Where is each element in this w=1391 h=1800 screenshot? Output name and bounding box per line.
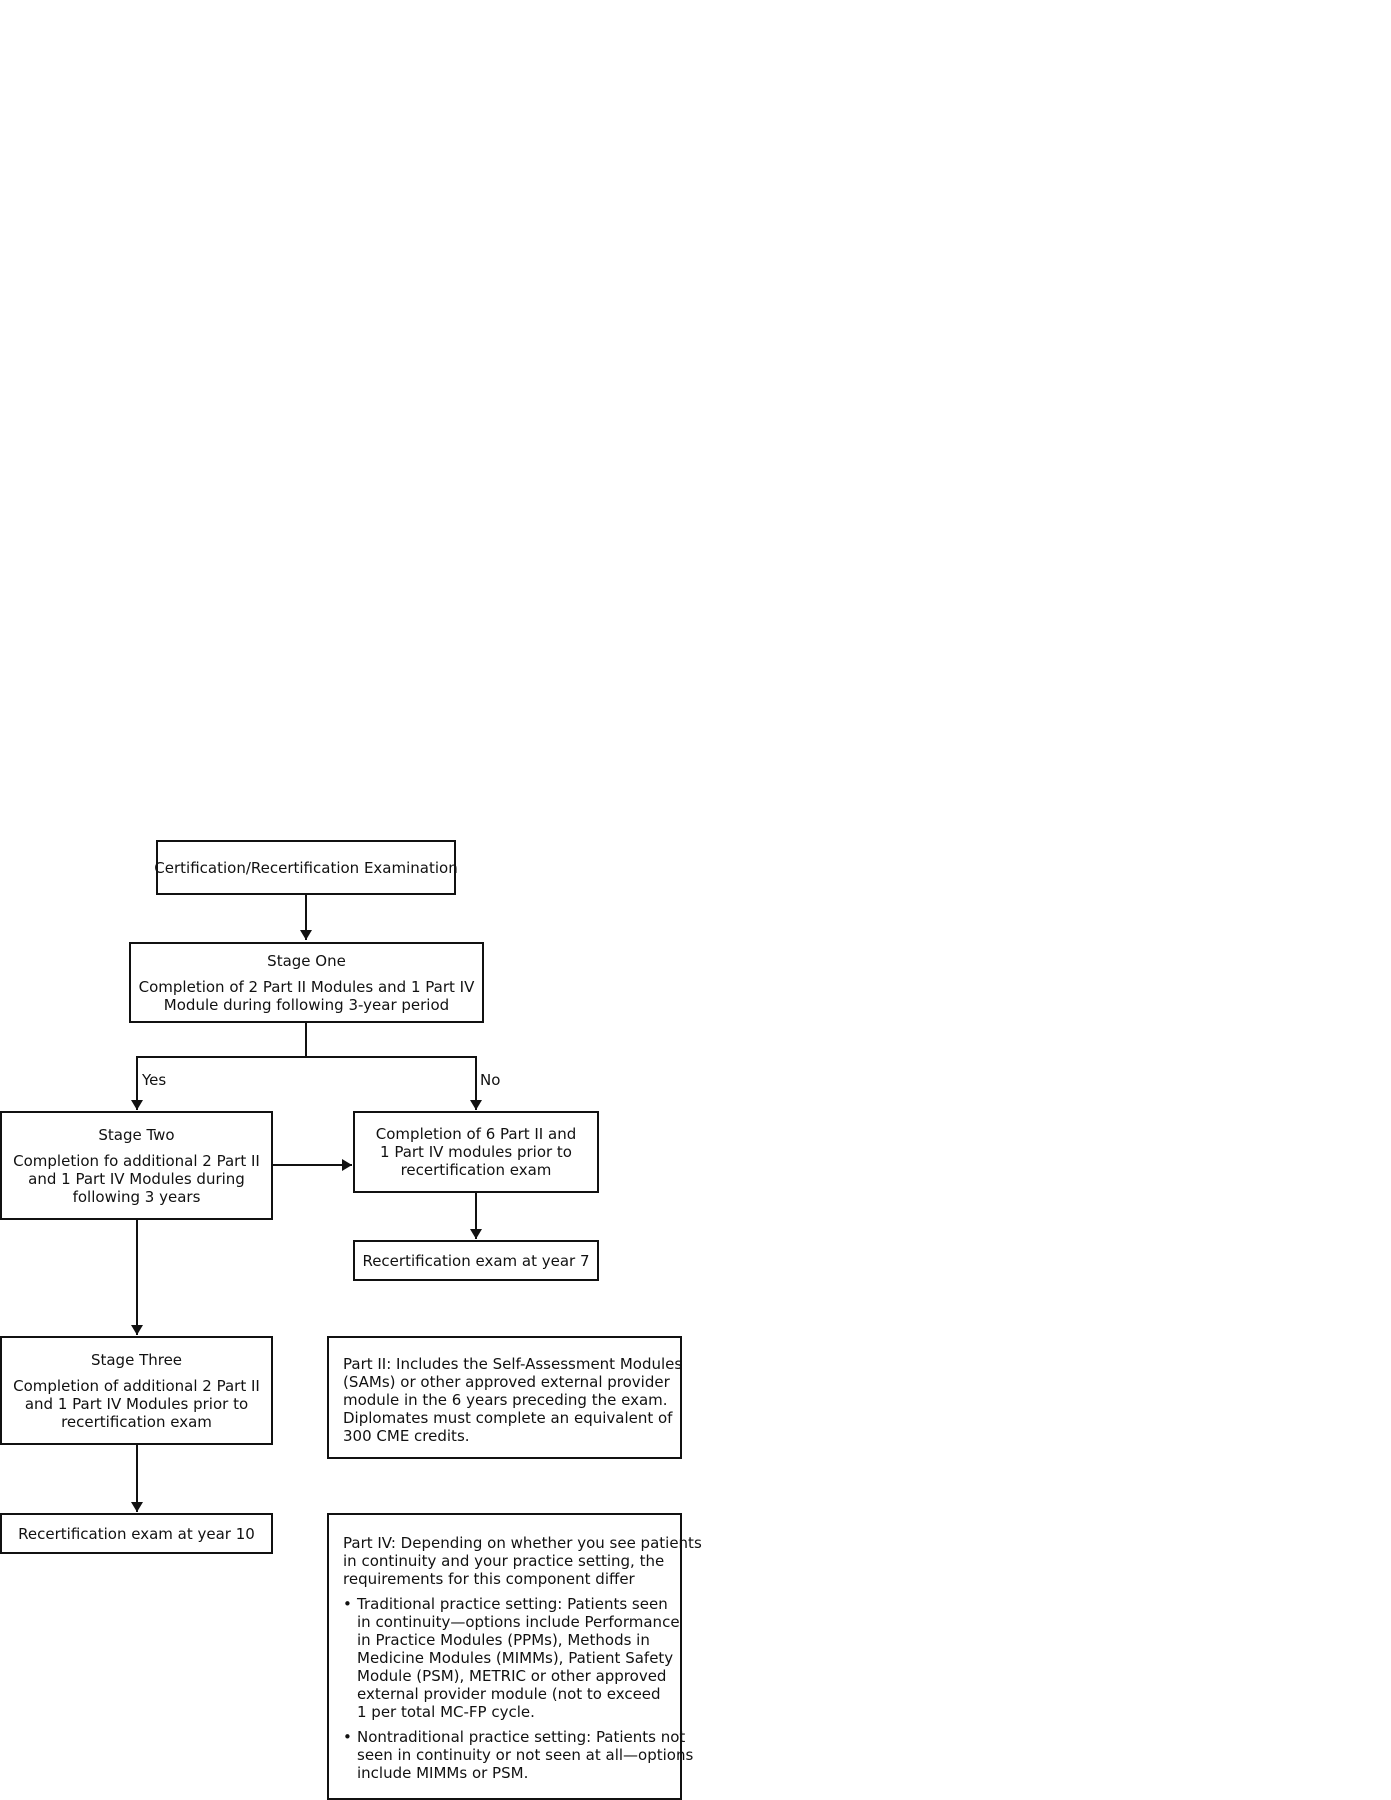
stage-two-box: Stage Two Completion fo additional 2 Par… bbox=[0, 1111, 273, 1220]
traditional-line-2: in continuity—options include Performanc… bbox=[357, 1613, 680, 1631]
traditional-line-7: 1 per total MC-FP cycle. bbox=[357, 1703, 535, 1721]
stage-one-line-1: Completion of 2 Part II Modules and 1 Pa… bbox=[138, 977, 475, 996]
stage-two-line-2: and 1 Part IV Modules during bbox=[28, 1169, 245, 1188]
completion-six-line-2: 1 Part IV modules prior to bbox=[380, 1143, 572, 1161]
stage-one-line-2: Module during following 3-year period bbox=[163, 995, 450, 1014]
traditional-line-4: Medicine Modules (MIMMs), Patient Safety bbox=[357, 1649, 674, 1667]
completion-six-line-3: recertification exam bbox=[400, 1161, 552, 1179]
recert-year7-box: Recertification exam at year 7 bbox=[353, 1240, 599, 1281]
part-two-line-1: Part II: Includes the Self-Assessment Mo… bbox=[343, 1355, 683, 1373]
edge-label-no: No bbox=[480, 1071, 501, 1089]
stage-two-line-3: following 3 years bbox=[72, 1187, 201, 1206]
stage-three-line-3: recertification exam bbox=[61, 1412, 212, 1431]
completion-six-box: Completion of 6 Part II and 1 Part IV mo… bbox=[353, 1111, 599, 1193]
stage-three-line-1: Completion of additional 2 Part II bbox=[13, 1376, 260, 1395]
completion-six-line-1: Completion of 6 Part II and bbox=[375, 1125, 577, 1143]
part-four-intro-line-2: in continuity and your practice setting,… bbox=[343, 1552, 665, 1570]
part-two-line-5: 300 CME credits. bbox=[343, 1427, 470, 1445]
part-four-note-box: Part IV: Depending on whether you see pa… bbox=[327, 1513, 702, 1800]
traditional-line-3: in Practice Modules (PPMs), Methods in bbox=[357, 1631, 650, 1649]
part-two-line-2: (SAMs) or other approved external provid… bbox=[343, 1373, 670, 1391]
recert-year10-box: Recertification exam at year 10 bbox=[0, 1513, 273, 1554]
stage-three-line-2: and 1 Part IV Modules prior to bbox=[24, 1394, 249, 1413]
bullet-dot-icon: • bbox=[343, 1595, 352, 1613]
part-four-intro-line-3: requirements for this component differ bbox=[343, 1570, 635, 1588]
stage-two-title: Stage Two bbox=[98, 1125, 175, 1144]
certification-exam-box: Certification/Recertification Examinatio… bbox=[154, 840, 458, 895]
exam-line-1: Certification/Recertification Examinatio… bbox=[154, 858, 458, 877]
stage-one-box: Stage One Completion of 2 Part II Module… bbox=[129, 942, 484, 1023]
part-two-line-4: Diplomates must complete an equivalent o… bbox=[343, 1409, 673, 1427]
stage-two-line-1: Completion fo additional 2 Part II bbox=[13, 1151, 260, 1170]
nontraditional-line-2: seen in continuity or not seen at all—op… bbox=[357, 1746, 694, 1764]
stage-three-box: Stage Three Completion of additional 2 P… bbox=[0, 1336, 273, 1445]
recert-year10-line-1: Recertification exam at year 10 bbox=[18, 1524, 255, 1543]
recert-year7-line-1: Recertification exam at year 7 bbox=[362, 1251, 590, 1270]
part-four-intro-line-1: Part IV: Depending on whether you see pa… bbox=[343, 1534, 702, 1552]
nontraditional-line-3: include MIMMs or PSM. bbox=[357, 1764, 529, 1782]
part-four-bullet-traditional: • Traditional practice setting: Patients… bbox=[343, 1595, 680, 1721]
part-four-bullet-nontraditional: • Nontraditional practice setting: Patie… bbox=[343, 1728, 694, 1782]
traditional-line-6: external provider module (not to exceed bbox=[357, 1685, 661, 1703]
edge-label-yes: Yes bbox=[142, 1071, 167, 1089]
stage-three-title: Stage Three bbox=[90, 1350, 183, 1369]
part-two-line-3: module in the 6 years preceding the exam… bbox=[343, 1391, 668, 1409]
bullet-dot-icon: • bbox=[343, 1728, 352, 1746]
traditional-line-5: Module (PSM), METRIC or other approved bbox=[357, 1667, 667, 1685]
stage-one-title: Stage One bbox=[267, 951, 346, 970]
traditional-line-1: Traditional practice setting: Patients s… bbox=[357, 1595, 668, 1613]
part-two-note-box: Part II: Includes the Self-Assessment Mo… bbox=[327, 1336, 682, 1459]
nontraditional-line-1: Nontraditional practice setting: Patient… bbox=[357, 1728, 686, 1746]
